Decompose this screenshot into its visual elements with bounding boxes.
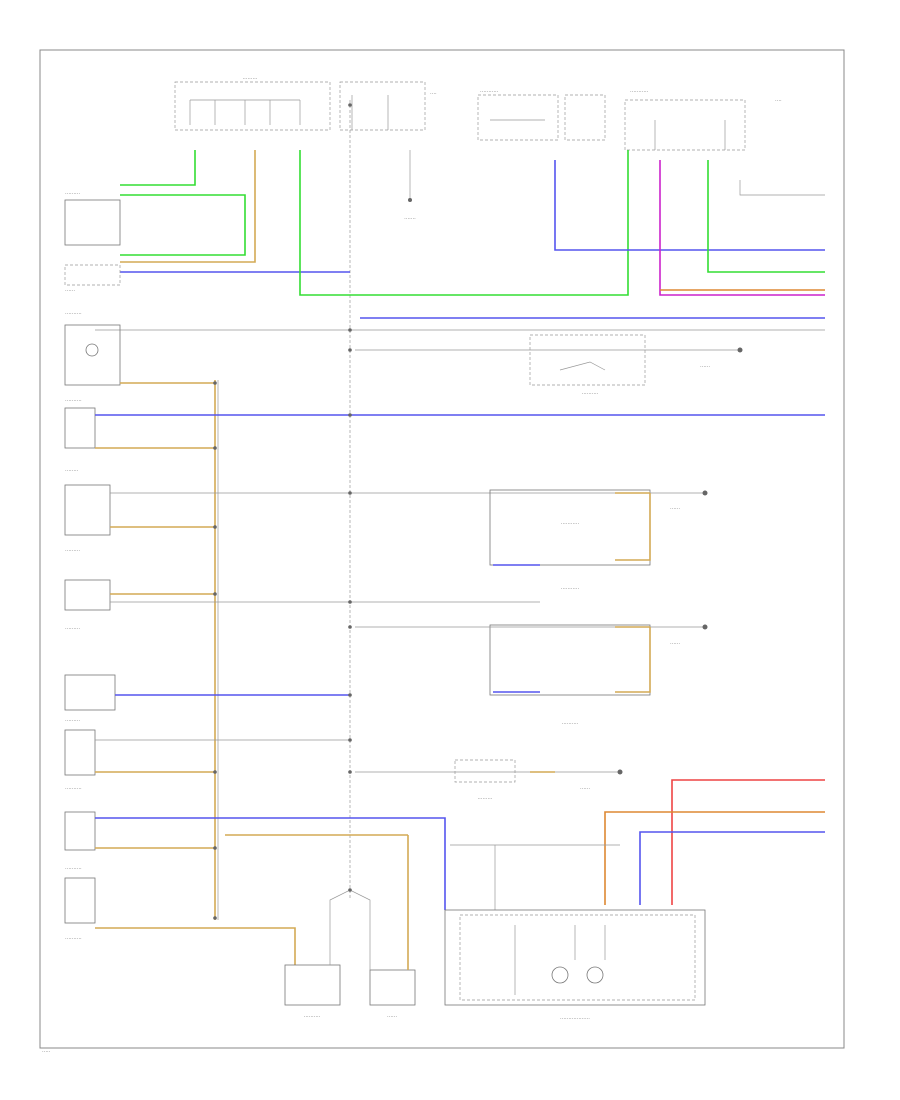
fuse-box-right — [564, 94, 606, 141]
wire-blue-right — [554, 160, 825, 251]
hazard-label: ·········· — [582, 391, 599, 397]
diagram-frame — [39, 49, 845, 1049]
dimmer-switch: ·········· — [64, 398, 825, 449]
instrument-cluster: ·········· — [64, 311, 215, 386]
footer-code: ····· — [42, 1049, 51, 1055]
dimmer-label: ·········· — [65, 398, 82, 404]
seat-module-label: ·········· — [562, 721, 579, 727]
fuse-box-right-label: ···· — [775, 98, 782, 104]
emergency-light-a: ········· — [64, 548, 540, 611]
center-panel-label: ·········· — [65, 866, 82, 872]
emergency-b-label: ········· — [65, 626, 80, 632]
seat-heater-right: ·········· ······ — [355, 624, 708, 727]
relay-left: ··········· — [477, 89, 559, 141]
center-panel-lamp: ·········· ·········· — [64, 866, 296, 965]
emergency-a-label: ········· — [65, 548, 80, 554]
blower-module: ·········· — [225, 834, 408, 1020]
power-seat-module: ·················· — [444, 909, 706, 1022]
heater-left-label: ··········· — [561, 521, 580, 527]
ground-e-label: ······ — [387, 1014, 397, 1020]
cigar-lighter: ········ — [64, 468, 540, 536]
relay-right-label: ··········· — [630, 89, 649, 95]
left-lamps-module: ········· ······ — [64, 191, 121, 294]
fuse-box-label: ···· — [430, 91, 437, 97]
fuse-box-top: ···· — [339, 81, 437, 131]
wire-green-1 — [120, 150, 196, 186]
top-switch-label: ········· — [243, 76, 258, 82]
relay-right: ··········· — [624, 89, 746, 151]
wire-green-right — [707, 160, 825, 273]
ground-b-label: ······ — [670, 506, 680, 512]
cigar-label: ········ — [65, 468, 79, 474]
ground-top-label: ······· — [404, 216, 416, 222]
ground-d-label: ······ — [580, 786, 590, 792]
ground-top: ······· — [404, 150, 416, 222]
blower-label: ·········· — [304, 1014, 321, 1020]
seat-switch: ········· ······ — [355, 759, 623, 802]
left-panel-label: ·········· — [65, 786, 82, 792]
wire-red — [671, 779, 825, 905]
cluster-label: ·········· — [65, 311, 82, 317]
bus-junctions — [213, 103, 352, 920]
power-seat-label: ·················· — [560, 1016, 590, 1022]
wire-green-long — [299, 150, 629, 296]
climate-label: ········· — [65, 718, 80, 724]
lamps-label: ········· — [65, 191, 80, 197]
top-switch-box: ········· — [174, 76, 331, 131]
wire-blue-lower — [639, 831, 825, 905]
wire-green-2 — [120, 194, 246, 256]
ac-module: ······ — [329, 835, 416, 1020]
glovebox-label: ······ — [65, 288, 75, 294]
seat-heater-left: ··········· ··········· ······ — [489, 489, 708, 592]
ground-c-label: ······ — [670, 641, 680, 647]
wire-magenta-right — [659, 160, 825, 296]
seat-switch-label: ········· — [478, 796, 493, 802]
relay-left-label: ··········· — [480, 89, 499, 95]
hazard-switch: ·········· ······ — [355, 334, 743, 397]
climate-control: ········· — [64, 718, 350, 776]
wire-tan-top — [120, 150, 256, 263]
wire-orange — [604, 811, 825, 905]
emergency-light-b: ········· — [64, 626, 350, 711]
left-panel-lamp: ·········· — [64, 786, 446, 910]
heater-right-label: ··········· — [561, 586, 580, 592]
right-panel-label: ·········· — [65, 936, 82, 942]
ground-a-label: ······ — [700, 364, 710, 370]
